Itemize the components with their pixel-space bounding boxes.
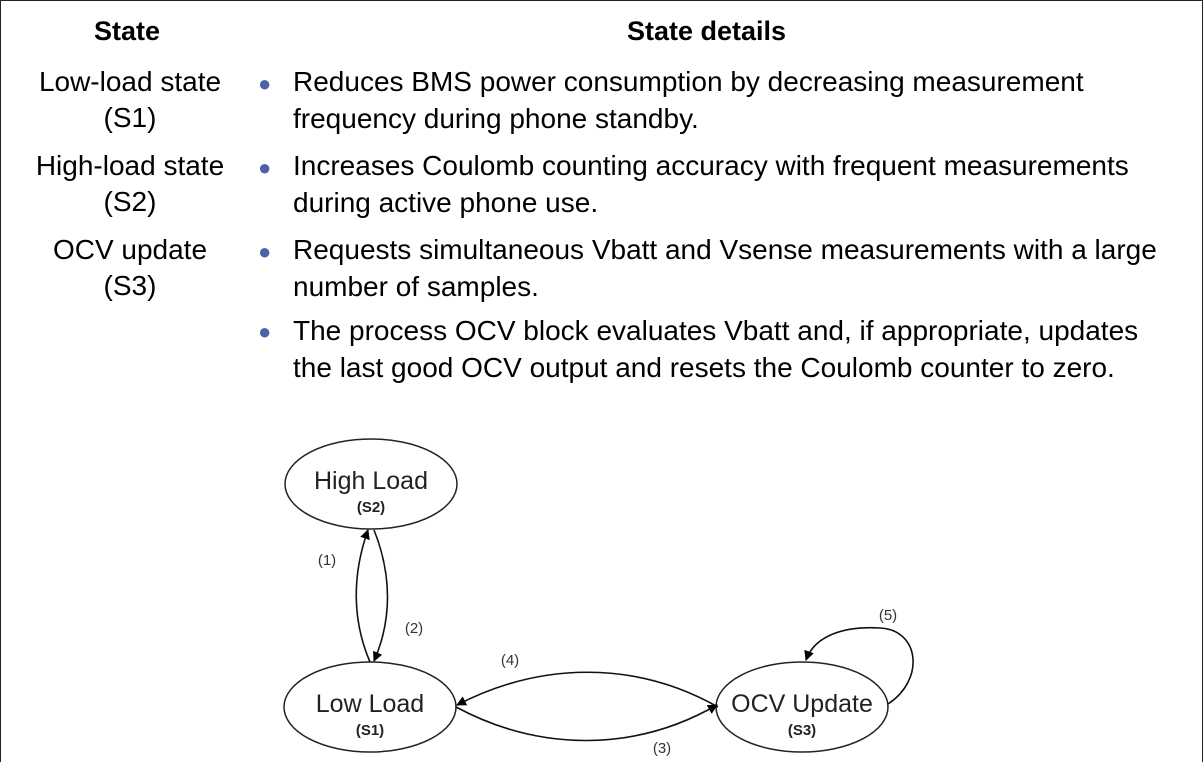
state-detail: Increases Coulomb counting accuracy with… — [293, 150, 1129, 218]
state-name: High-load state — [35, 150, 225, 181]
state-id: (S2) — [103, 186, 157, 217]
node-id: (S1) — [356, 722, 384, 739]
node-label: OCV Update — [731, 690, 873, 718]
edge-3-arrow — [455, 704, 718, 742]
state-detail: The process OCV block evaluates Vbatt an… — [293, 315, 1139, 383]
edge-4-label: (4) — [501, 652, 519, 669]
state-id: (S1) — [103, 102, 157, 133]
edge-1-label: (1) — [318, 552, 336, 569]
node-ocv-update: OCV Update (S3) — [715, 661, 889, 753]
edge-1-arrow — [355, 529, 371, 663]
node-label: Low Load — [316, 690, 424, 718]
node-high-load: High Load (S2) — [284, 438, 458, 530]
header-state-details: State details — [627, 16, 787, 46]
edge-2-label: (2) — [405, 620, 423, 637]
edge-4-arrow — [456, 671, 719, 708]
edge-5-label: (5) — [879, 607, 897, 624]
edge-5-arrow — [804, 626, 914, 705]
state-detail: Reduces BMS power consumption by decreas… — [293, 66, 1084, 134]
node-low-load: Low Load (S1) — [283, 661, 457, 753]
bullet-icon: ● — [258, 155, 272, 180]
state-detail: Requests simultaneous Vbatt and Vsense m… — [293, 234, 1157, 302]
state-cell-s2: High-load state (S2) — [18, 148, 242, 220]
state-id: (S3) — [103, 270, 157, 301]
state-cell-s3: OCV update (S3) — [18, 232, 242, 304]
edge-3-label: (3) — [653, 740, 671, 757]
node-label: High Load — [314, 467, 428, 495]
state-cell-s1: Low-load state (S1) — [18, 64, 242, 136]
edge-2-arrow — [373, 529, 389, 662]
bullet-icon: ● — [258, 319, 272, 344]
bullet-icon: ● — [258, 71, 272, 96]
bullet-icon: ● — [258, 239, 272, 264]
node-id: (S2) — [357, 499, 385, 516]
node-id: (S3) — [788, 722, 816, 739]
state-name: Low-load state — [38, 66, 222, 97]
header-state: State — [94, 16, 161, 46]
state-name: OCV update — [52, 234, 208, 265]
